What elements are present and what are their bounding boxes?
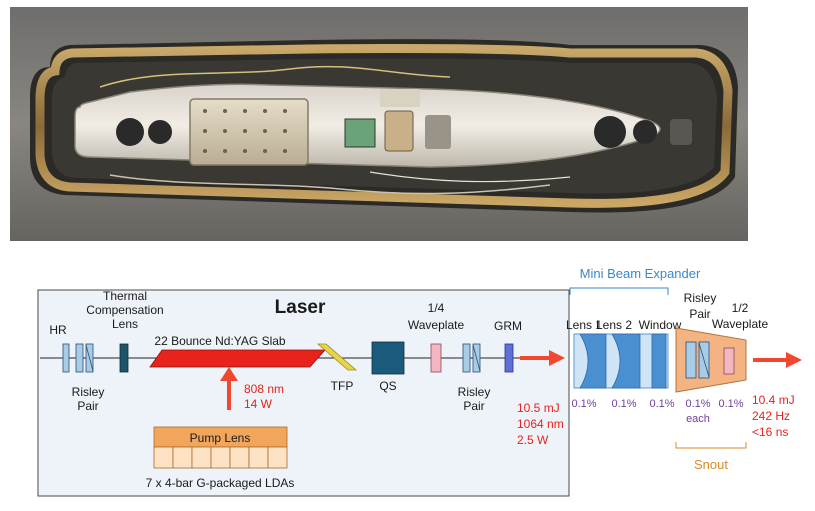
snout-risley-loss-1: 0.1%	[685, 398, 710, 410]
lens1-label: Lens 1	[566, 318, 602, 332]
risley-pair-mid	[462, 343, 481, 373]
window-label: Window	[639, 318, 682, 332]
nd-yag-slab	[149, 349, 326, 368]
risley-mid-label-2: Pair	[463, 399, 484, 413]
pump-arrow	[220, 367, 238, 381]
snout-bracket	[675, 442, 747, 449]
loss-window: 0.1%	[649, 398, 674, 410]
hr-mirror	[62, 343, 70, 373]
expander-title: Mini Beam Expander	[580, 266, 701, 281]
laser-photo	[10, 7, 748, 241]
output-energy: 10.5 mJ	[517, 401, 560, 415]
quarter-waveplate	[430, 343, 442, 373]
expander-optics	[573, 333, 669, 389]
hr-label: HR	[49, 323, 67, 337]
lens2-label: Lens 2	[596, 318, 632, 332]
loss-lens2: 0.1%	[611, 398, 636, 410]
grm-label: GRM	[494, 319, 522, 333]
output-arrow-2	[786, 352, 802, 368]
snout-risley-loss-2: each	[686, 413, 710, 425]
laser-schematic: Laser HR Risley Pair Thermal Compensatio…	[37, 266, 802, 497]
risley-left-label-1: Risley	[72, 385, 105, 399]
snout-risley-label-1: Risley	[684, 291, 717, 305]
laser-enclosure	[37, 289, 570, 497]
snout-title: Snout	[694, 457, 728, 472]
lda-label: 7 x 4-bar G-packaged LDAs	[146, 476, 295, 490]
laser-title: Laser	[275, 297, 326, 318]
half-waveplate	[723, 347, 735, 375]
slab-label: 22 Bounce Nd:YAG Slab	[154, 334, 286, 348]
half-waveplate-loss: 0.1%	[718, 398, 743, 410]
expander-bracket	[569, 287, 669, 295]
risley-left-label-2: Pair	[77, 399, 98, 413]
loss-lens1: 0.1%	[571, 398, 596, 410]
risley-pair-left	[75, 343, 94, 373]
pump-lens-label: Pump Lens	[190, 431, 251, 445]
thermal-compensation-lens	[119, 343, 129, 373]
half-waveplate-label-1: 1/2	[732, 301, 749, 315]
output-arrow-1	[549, 350, 565, 366]
thermal-label-1: Thermal	[103, 289, 147, 303]
thermal-label-2: Compensation	[86, 303, 163, 317]
final-energy: 10.4 mJ	[752, 393, 795, 407]
output-wavelength: 1064 nm	[517, 417, 564, 431]
quarter-waveplate-label-2: Waveplate	[408, 318, 465, 332]
q-switch	[371, 341, 405, 375]
thermal-label-3: Lens	[112, 317, 138, 331]
snout-risley-pair	[685, 341, 710, 379]
pump-wavelength: 808 nm	[244, 382, 284, 396]
final-rate: 242 Hz	[752, 409, 790, 423]
risley-mid-label-1: Risley	[458, 385, 491, 399]
qs-label: QS	[379, 379, 396, 393]
tfp-plate	[316, 343, 358, 371]
quarter-waveplate-label-1: 1/4	[428, 301, 445, 315]
output-power: 2.5 W	[517, 433, 549, 447]
final-pulse: <16 ns	[752, 425, 788, 439]
snout-risley-label-2: Pair	[689, 307, 710, 321]
half-waveplate-label-2: Waveplate	[712, 317, 769, 331]
tfp-label: TFP	[331, 379, 354, 393]
grm-mirror	[504, 343, 514, 373]
pump-power: 14 W	[244, 397, 273, 411]
lda-array	[153, 446, 288, 469]
